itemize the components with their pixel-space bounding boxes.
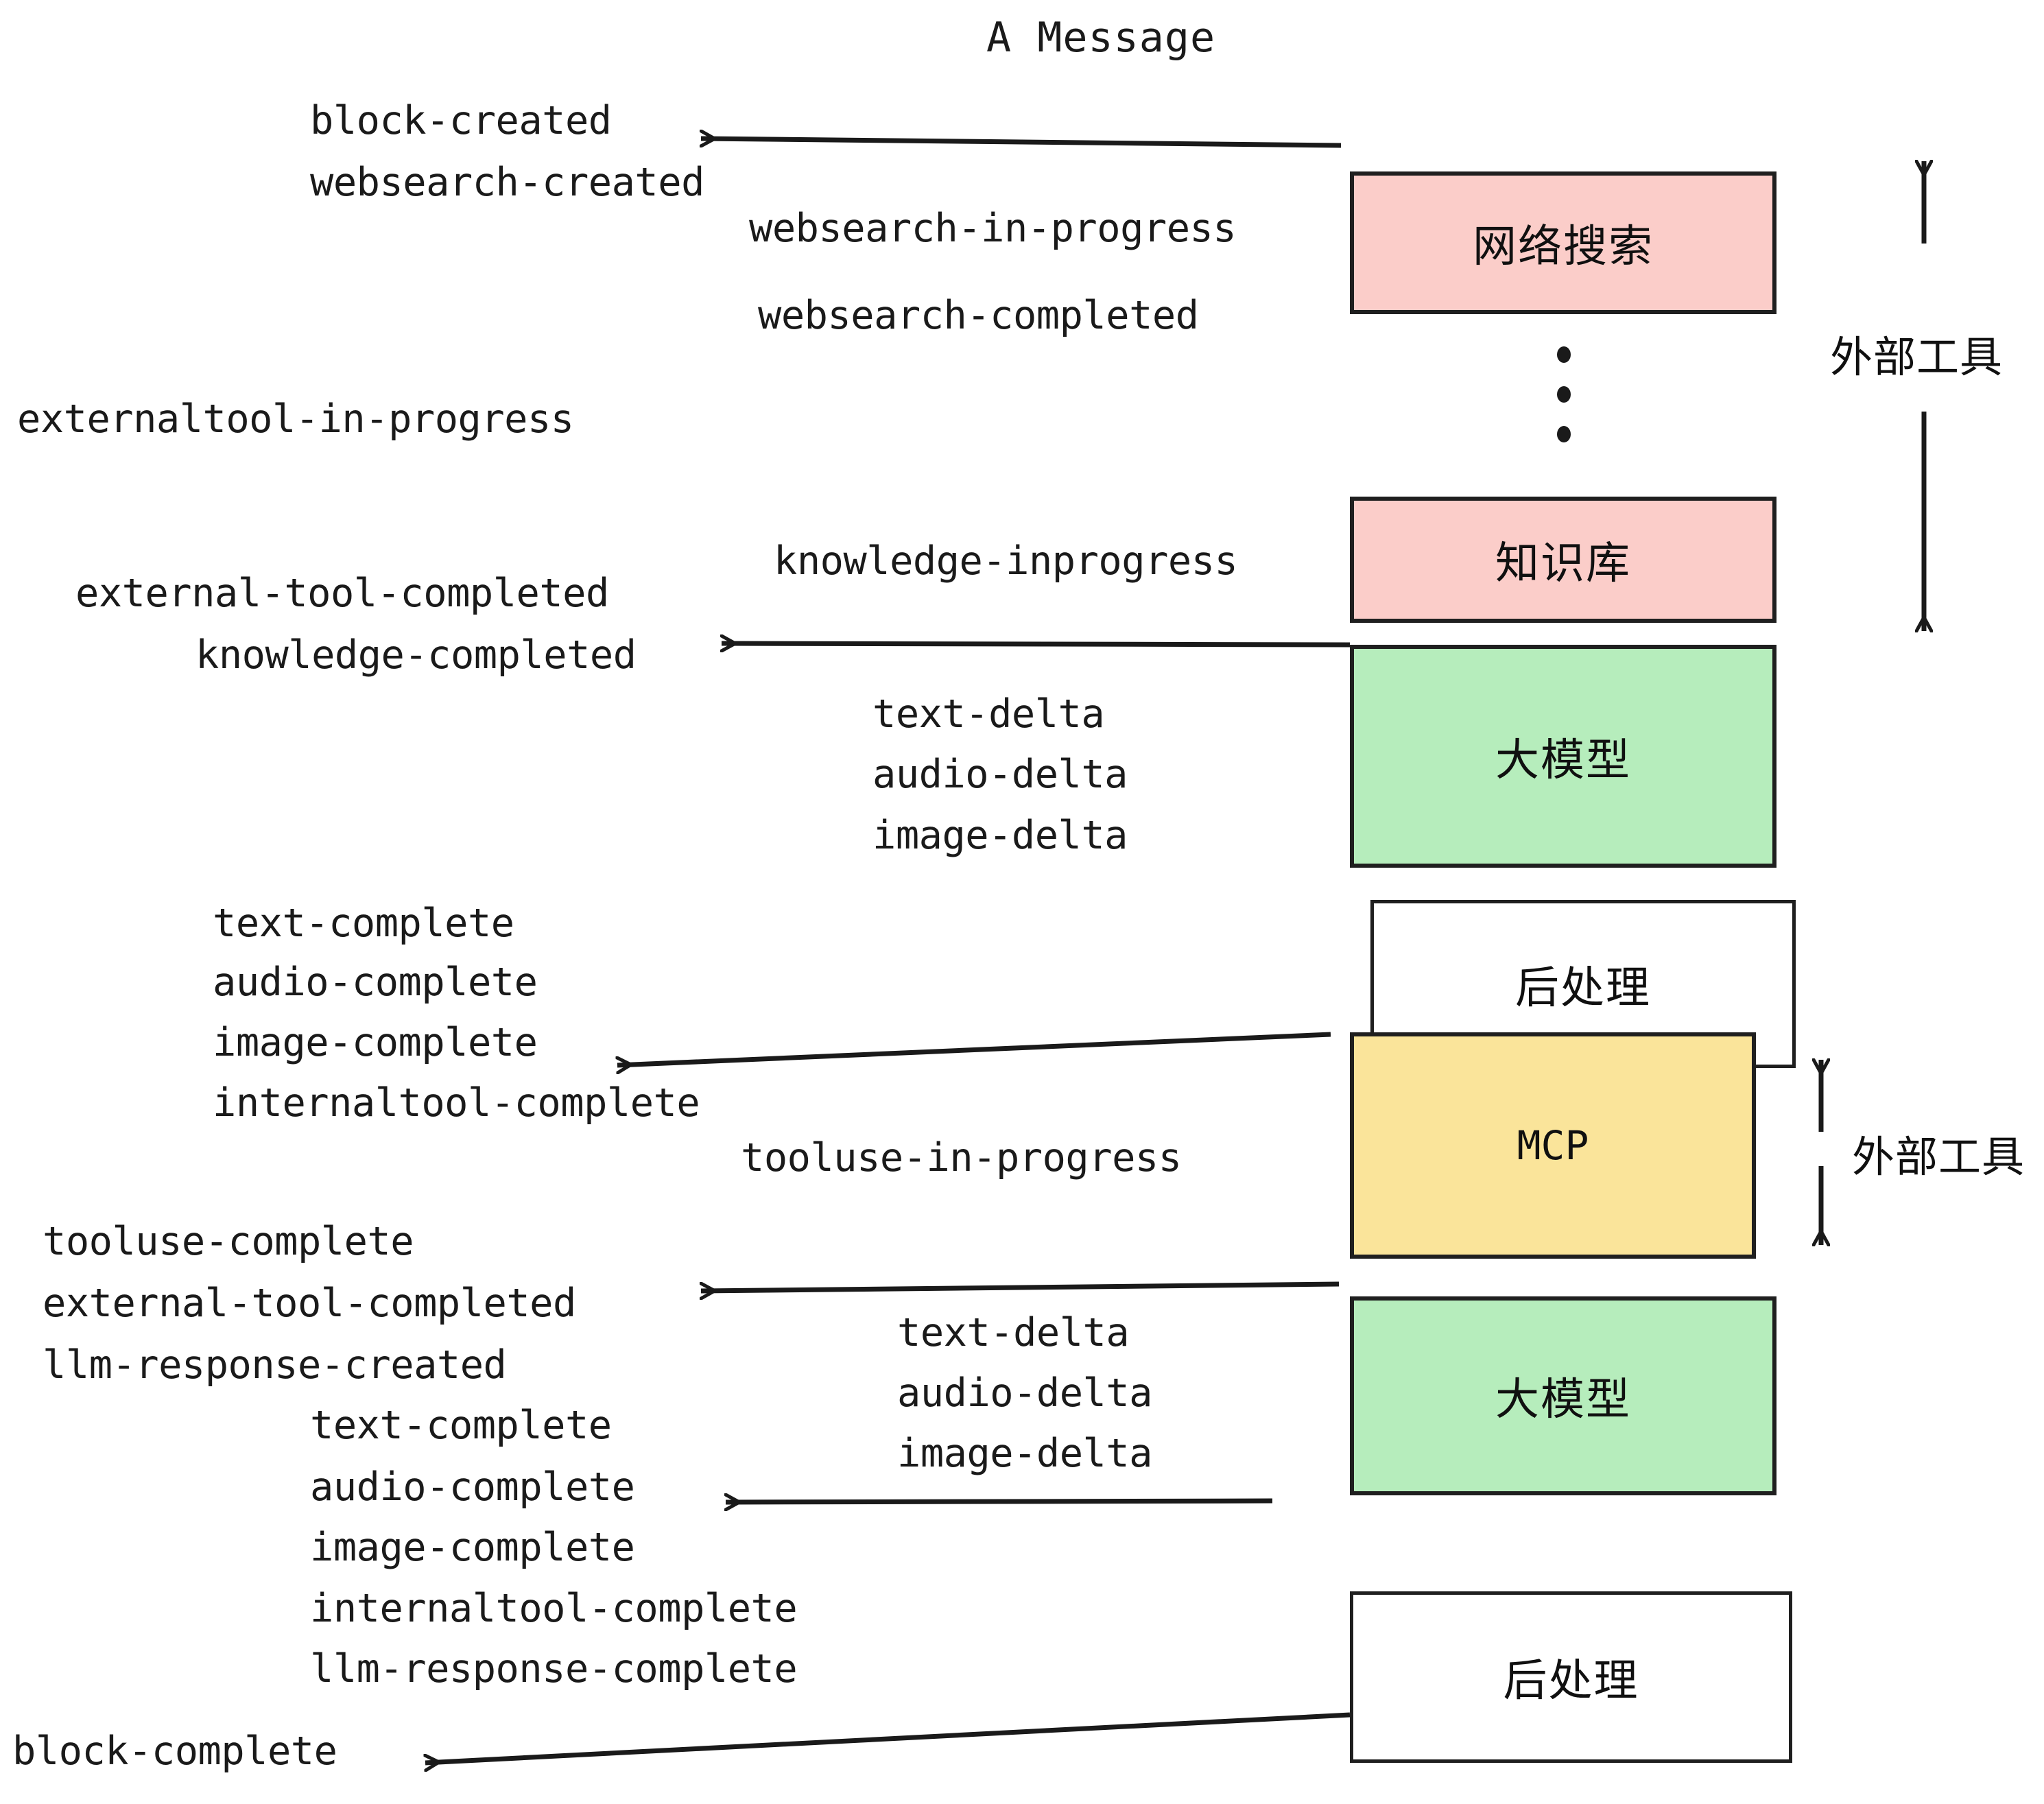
event-text-delta-first: text-delta — [872, 691, 1105, 737]
event-websearch-created: websearch-created — [310, 160, 704, 205]
event-internaltool-complete-first: internaltool-complete — [213, 1080, 700, 1126]
event-llm-response-created: llm-response-created — [43, 1342, 507, 1388]
node-label: 网络搜索 — [1473, 222, 1654, 272]
label-external-tools-top: 外部工具 — [1830, 332, 2004, 382]
event-external-tool-completed-second: external-tool-completed — [43, 1281, 576, 1326]
event-image-complete-first: image-complete — [213, 1020, 538, 1065]
event-external-tool-completed-first: external-tool-completed — [75, 571, 609, 616]
event-audio-delta-second: audio-delta — [897, 1370, 1153, 1416]
arrow-llm-to-audio-complete — [726, 1501, 1273, 1502]
event-tooluse-in-progress: tooluse-in-progress — [741, 1135, 1182, 1180]
event-knowledge-inprogress: knowledge-inprogress — [774, 538, 1238, 584]
event-audio-complete-second: audio-complete — [310, 1464, 635, 1510]
event-image-complete-second: image-complete — [310, 1525, 635, 1570]
arrow-knowledge-to-knowledge-completed — [722, 643, 1351, 645]
event-audio-complete-first: audio-complete — [213, 960, 538, 1005]
arrow-postprocess-to-block-complete — [425, 1712, 1351, 1763]
event-image-delta-first: image-delta — [872, 813, 1128, 858]
event-text-complete-second: text-complete — [310, 1403, 612, 1448]
arrow-mcp-to-tooluse-complete — [701, 1281, 1340, 1291]
node-llm-first[interactable]: 大模型 — [1350, 645, 1776, 868]
arrow-websearch-to-block-created — [701, 139, 1342, 148]
node-label: 后处理 — [1503, 1656, 1639, 1707]
node-knowledge-base[interactable]: 知识库 — [1350, 497, 1776, 623]
event-audio-delta-first: audio-delta — [872, 752, 1128, 797]
event-websearch-in-progress: websearch-in-progress — [749, 206, 1237, 251]
node-label: 后处理 — [1515, 962, 1651, 1014]
event-websearch-completed: websearch-completed — [758, 293, 1199, 338]
node-label: MCP — [1517, 1122, 1589, 1169]
node-llm-second[interactable]: 大模型 — [1350, 1296, 1776, 1495]
event-block-created: block-created — [310, 98, 612, 143]
node-label: 大模型 — [1495, 735, 1631, 786]
node-websearch[interactable]: 网络搜索 — [1350, 171, 1776, 314]
label-external-tools-bottom: 外部工具 — [1852, 1132, 2025, 1182]
event-text-delta-second: text-delta — [897, 1310, 1130, 1355]
event-externaltool-in-progress: externaltool-in-progress — [17, 396, 574, 442]
event-text-complete-first: text-complete — [213, 901, 514, 946]
event-llm-response-complete: llm-response-complete — [310, 1646, 798, 1692]
page-title: A Message — [986, 14, 1216, 62]
event-block-complete: block-complete — [12, 1729, 337, 1774]
node-label: 大模型 — [1495, 1375, 1631, 1425]
event-internaltool-complete-second: internaltool-complete — [310, 1586, 798, 1631]
event-image-delta-second: image-delta — [897, 1431, 1153, 1476]
node-mcp[interactable]: MCP — [1350, 1032, 1756, 1259]
node-postprocess-second[interactable]: 后处理 — [1350, 1591, 1792, 1763]
vertical-ellipsis-icon — [1557, 346, 1571, 442]
node-label: 知识库 — [1495, 538, 1631, 589]
arrow-postprocess-to-image-complete — [617, 1032, 1331, 1065]
event-tooluse-complete: tooluse-complete — [43, 1219, 414, 1264]
event-knowledge-completed: knowledge-completed — [195, 632, 637, 678]
